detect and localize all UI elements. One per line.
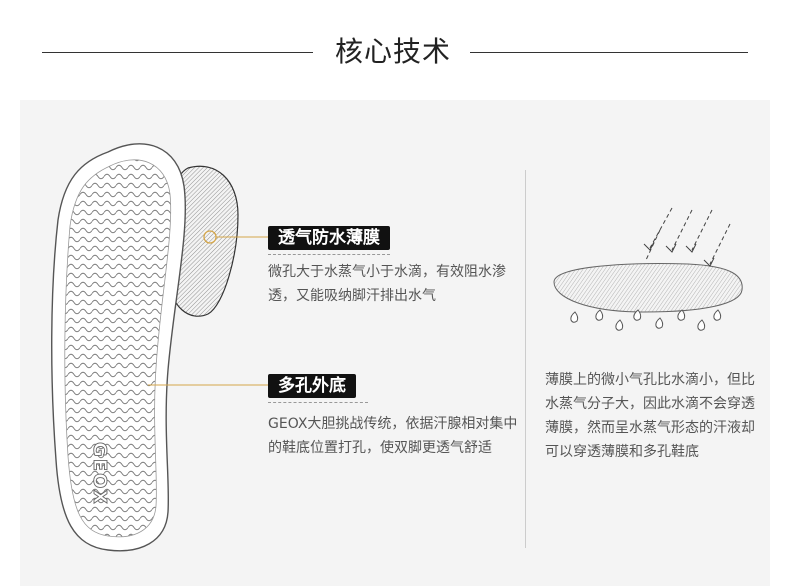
technology-illustration: GEOX [51, 143, 743, 552]
header-divider-left [42, 52, 313, 53]
technology-panel: GEOX [20, 100, 770, 586]
feature-badge-membrane: 透气防水薄膜 [268, 226, 390, 250]
feature-desc-membrane: 微孔大于水蒸气小于水滴，有效阻水渗透，又能吸纳脚汗排出水气 [268, 264, 506, 304]
header-divider-right [470, 52, 748, 53]
water-arrows [645, 207, 731, 265]
membrane-cross-section-shape [553, 263, 743, 313]
sole-logo-text: GEOX [89, 442, 110, 506]
section-header: 核心技术 [0, 0, 790, 100]
panel-divider [525, 170, 526, 548]
feature-underline-outsole [268, 402, 368, 403]
feature-badge-outsole: 多孔外底 [268, 374, 356, 398]
vapor-droplets [570, 309, 722, 331]
outsole-inner-shape [64, 159, 172, 538]
membrane-explanation: 薄膜上的微小气孔比水滴小，但比水蒸气分子大，因此水滴不会穿透薄膜，然而呈水蒸气形… [545, 372, 755, 460]
section-title: 核心技术 [334, 35, 451, 68]
feature-desc-outsole: GEOX大胆挑战传统，依据汗腺相对集中的鞋底位置打孔，使双脚更透气舒适 [268, 416, 518, 456]
feature-underline-membrane [268, 254, 390, 255]
arrowheads [643, 241, 715, 267]
